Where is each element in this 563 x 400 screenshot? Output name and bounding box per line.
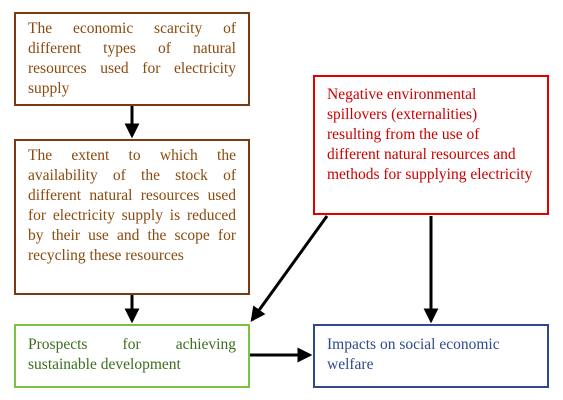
arrow-negative-to-prospects (250, 215, 329, 322)
node-stock-availability: The extent to which the availability of … (14, 139, 250, 295)
node-economic-scarcity: The economic scarcity of different types… (14, 12, 250, 106)
node-negative-spillovers: Negative environmental spillovers (exter… (313, 75, 549, 215)
node-sustainable-development: Prospects for achieving sustainable deve… (14, 324, 250, 388)
node-social-welfare: Impacts on social economic welfare (313, 324, 549, 388)
